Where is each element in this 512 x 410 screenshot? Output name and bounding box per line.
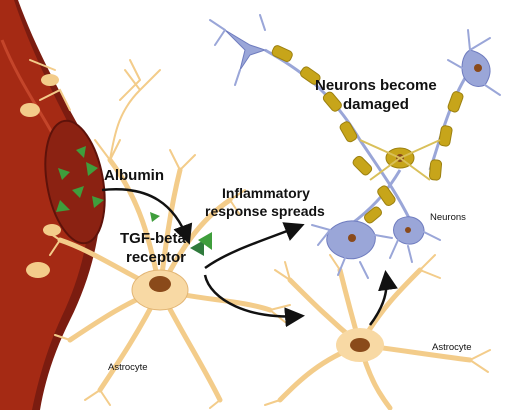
albumin-molecule: [86, 162, 98, 176]
astrocyte-left-nucleus: [149, 276, 171, 292]
label-albumin: Albumin: [104, 167, 164, 184]
albumin-molecule: [56, 200, 70, 212]
albumin-molecule: [72, 186, 84, 198]
label-neurons-become: Neurons become: [315, 77, 437, 94]
astrocyte-right: [264, 254, 491, 410]
albumin-molecule: [76, 146, 86, 158]
astrocyte-right-nucleus: [350, 338, 370, 352]
arrow-to-neurons: [204, 222, 305, 270]
label-astrocyte-left: Astrocyte: [108, 362, 148, 373]
albumin-molecule: [150, 212, 160, 222]
label-damaged: damaged: [343, 96, 409, 113]
arrow-albumin-to-receptor: [101, 187, 193, 245]
label-response-spreads: response spreads: [205, 203, 325, 219]
vessel-lumen: [0, 0, 91, 410]
label-inflammatory: Inflammatory: [222, 185, 310, 201]
myelin-sheaths: [271, 45, 464, 224]
label-neurons: Neurons: [430, 212, 466, 223]
endothelial-cell: [44, 119, 106, 245]
label-tgf-beta: TGF-beta: [120, 230, 186, 247]
vessel-highlight: [0, 39, 58, 141]
label-receptor: receptor: [126, 249, 186, 266]
albumin-molecules: [56, 146, 160, 222]
neuron-network: [209, 14, 501, 279]
arrows: [101, 187, 398, 328]
label-astrocyte-right: Astrocyte: [432, 342, 472, 353]
neuron-top-left: [224, 29, 267, 71]
arrow-to-right-astrocyte: [203, 274, 305, 328]
tgf-beta-receptor: [190, 232, 212, 256]
albumin-molecule: [58, 168, 70, 180]
arrow-astrocyte-to-neurons: [368, 270, 398, 326]
blood-vessel: [0, 0, 160, 410]
albumin-molecule: [92, 196, 104, 208]
